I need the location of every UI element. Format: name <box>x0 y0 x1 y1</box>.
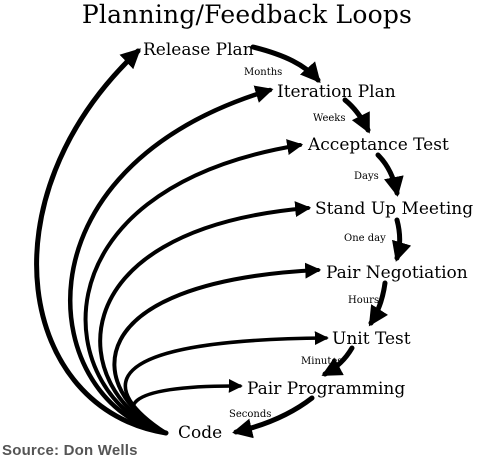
arrow-negotiation-to-unittest <box>368 280 389 327</box>
node-iteration-plan: Iteration Plan <box>277 82 396 102</box>
node-unit-test: Unit Test <box>332 329 411 349</box>
interval-one-day: One day <box>344 233 386 244</box>
arrow-standup-to-negotiation <box>392 217 412 262</box>
arrow-pairprogramming-to-code <box>232 395 315 439</box>
node-pair-negotiation: Pair Negotiation <box>326 263 468 283</box>
interval-hours: Hours <box>348 295 379 306</box>
loop-stand-up-meeting <box>98 201 312 435</box>
loop-release-plan <box>34 48 169 436</box>
loop-pair-negotiation <box>112 262 322 435</box>
node-acceptance-test: Acceptance Test <box>307 135 449 155</box>
source-caption: Source: Don Wells <box>2 442 138 459</box>
diagram-title: Planning/Feedback Loops <box>81 0 413 29</box>
node-release-plan: Release Plan <box>143 40 254 60</box>
node-stand-up-meeting: Stand Up Meeting <box>315 199 473 219</box>
node-code: Code <box>178 423 222 443</box>
interval-seconds: Seconds <box>229 409 271 420</box>
arrow-unittest-to-pairprogramming <box>321 345 355 377</box>
interval-months: Months <box>244 67 282 78</box>
arrow-iteration-to-acceptance <box>342 97 371 134</box>
arrow-acceptance-to-standup <box>375 152 404 197</box>
arrow-release-to-iteration <box>250 44 321 84</box>
loop-unit-test <box>123 331 329 435</box>
loop-pair-programming <box>131 378 243 435</box>
interval-days: Days <box>354 171 379 182</box>
node-pair-programming: Pair Programming <box>247 379 405 399</box>
interval-minutes: Minutes <box>301 356 342 367</box>
interval-weeks: Weeks <box>313 113 346 124</box>
loop-acceptance-test <box>83 139 304 435</box>
loop-iteration-plan <box>67 85 274 436</box>
